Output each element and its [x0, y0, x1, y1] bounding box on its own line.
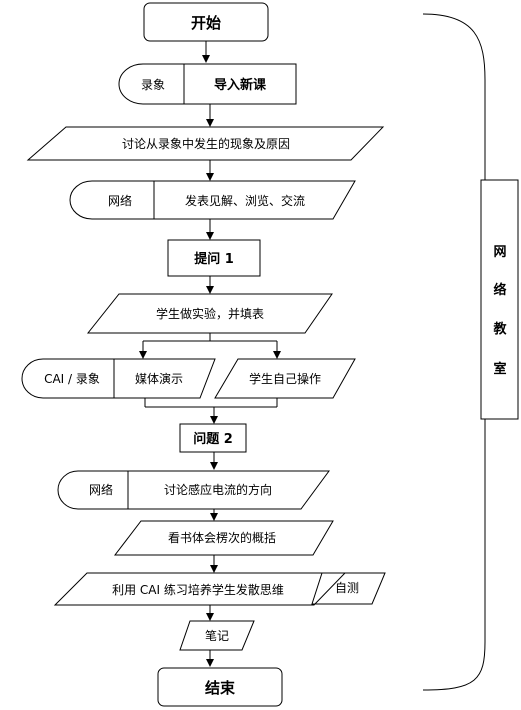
experiment-box [86, 293, 333, 334]
network-classroom-char-4: 室 [493, 361, 506, 377]
q2-label: 问题 2 [193, 431, 233, 447]
network-classroom-box [480, 179, 519, 420]
end-box [157, 667, 283, 707]
net2-box [57, 470, 330, 510]
q1-box [167, 239, 261, 277]
read-label: 看书体会楞次的概括 [168, 530, 276, 545]
import-box [118, 63, 297, 105]
practice-label: 利用 CAI 练习培养学生发散思维 [112, 582, 284, 597]
q2-box [179, 423, 247, 453]
start-label: 开始 [191, 14, 221, 32]
notes-label: 笔记 [205, 628, 229, 643]
import-tag-label: 录象 [141, 78, 165, 92]
import-label: 导入新课 [214, 77, 267, 93]
self-op-label: 学生自己操作 [249, 371, 321, 386]
media-label: 媒体演示 [135, 371, 183, 386]
self-test-label: 自测 [335, 581, 359, 595]
practice-box [53, 572, 347, 606]
network-classroom-char-1: 网 [493, 245, 506, 260]
start-box [143, 2, 269, 42]
cai-tag-label: CAI / 录象 [44, 372, 100, 386]
network-classroom-bracket [422, 13, 486, 691]
q1-label: 提问 1 [194, 251, 234, 267]
discuss-box [26, 126, 385, 161]
net2-tag-label: 网络 [89, 482, 113, 497]
network-classroom-char-2: 络 [493, 282, 506, 298]
end-label: 结束 [205, 679, 236, 697]
net1-tag-label: 网络 [108, 193, 132, 208]
self-op-box [214, 358, 356, 399]
net2-label: 讨论感应电流的方向 [164, 482, 272, 497]
discuss-label: 讨论从录象中发生的现象及原因 [122, 136, 290, 151]
read-box [113, 520, 334, 556]
network-classroom-char-3: 教 [492, 321, 507, 337]
experiment-label: 学生做实验，并填表 [156, 306, 264, 321]
net1-label: 发表见解、浏览、交流 [185, 193, 305, 208]
media-box [21, 358, 216, 399]
net1-box [69, 180, 356, 220]
self-test-box [311, 572, 386, 605]
notes-box [179, 620, 255, 651]
